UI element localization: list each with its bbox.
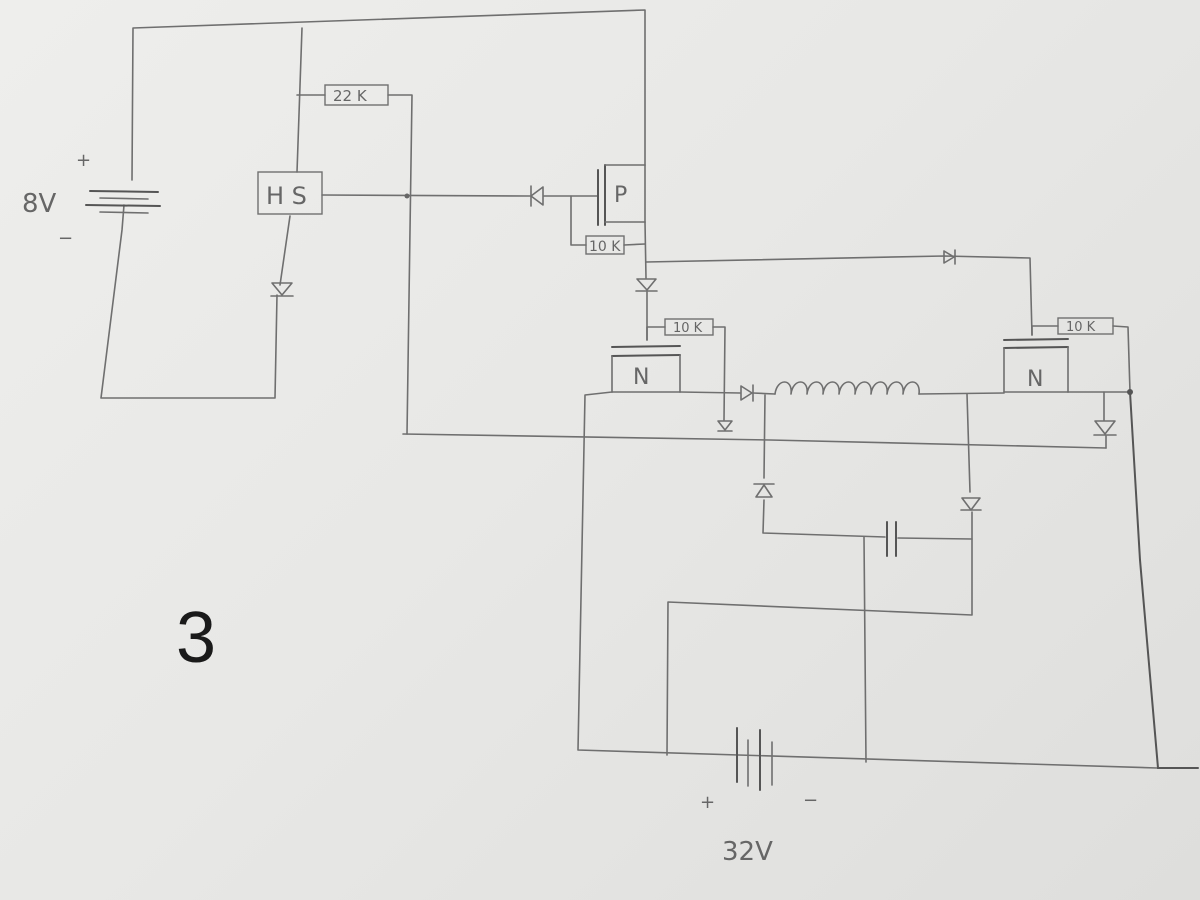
- right-side-wires: [1067, 391, 1199, 769]
- page-number: 3: [176, 598, 216, 678]
- resistor-22k-label: 22 K: [333, 87, 368, 105]
- diode-n-right: [1093, 420, 1117, 436]
- diode-rect-left: [753, 483, 775, 498]
- battery-32v-minus-label: −: [803, 790, 818, 811]
- hall-sensor: H S: [257, 171, 323, 215]
- capacitor: [886, 521, 897, 557]
- diode-hs: [270, 282, 294, 297]
- diode-p-drain: [635, 278, 658, 292]
- resistor-10k-n-left: 10 K: [646, 318, 726, 421]
- resistor-10k-n-right-label: 10 K: [1066, 320, 1096, 335]
- hall-sensor-label: H S: [266, 182, 307, 210]
- p-drain-wires: [644, 221, 1033, 341]
- n-mosfet-right: N: [1003, 338, 1069, 393]
- diode-n-left-gate: [717, 420, 733, 432]
- resistor-10k-p: 10 K: [570, 195, 646, 255]
- battery-32v-plus-label: +: [700, 792, 715, 813]
- rectifier-wires: [666, 393, 973, 763]
- p-mosfet-label: P: [614, 183, 627, 208]
- battery-32v-voltage-label: 32V: [722, 837, 773, 867]
- n-left-wires: [577, 391, 1158, 769]
- return-wire: [402, 433, 1107, 449]
- junction-right: [1127, 389, 1133, 395]
- diode-inductor-in: [740, 384, 754, 402]
- battery-8v-minus-label: −: [58, 228, 73, 249]
- p-mosfet: P: [597, 164, 646, 226]
- resistor-10k-n-left-label: 10 K: [673, 321, 703, 336]
- n-mosfet-left-label: N: [633, 365, 649, 390]
- left-loop-wires: [100, 9, 646, 435]
- resistor-10k-n-right: 10 K: [1031, 317, 1131, 393]
- n-mosfet-left: N: [611, 345, 681, 393]
- diode-gate-p: [530, 185, 544, 207]
- battery-8v-plus-label: +: [76, 150, 91, 171]
- battery-32v: 32V + −: [700, 727, 818, 867]
- diode-rect-right: [960, 497, 982, 511]
- diode-top-feedback: [943, 249, 956, 265]
- junction-hs-node: [404, 193, 410, 199]
- resistor-22k: 22 K: [324, 84, 389, 106]
- battery-8v-voltage-label: 8V: [22, 189, 57, 219]
- resistor-10k-p-label: 10 K: [589, 239, 621, 255]
- inductor: [752, 381, 1005, 395]
- n-mosfet-right-label: N: [1027, 367, 1043, 392]
- battery-8v: 8V + −: [22, 150, 161, 249]
